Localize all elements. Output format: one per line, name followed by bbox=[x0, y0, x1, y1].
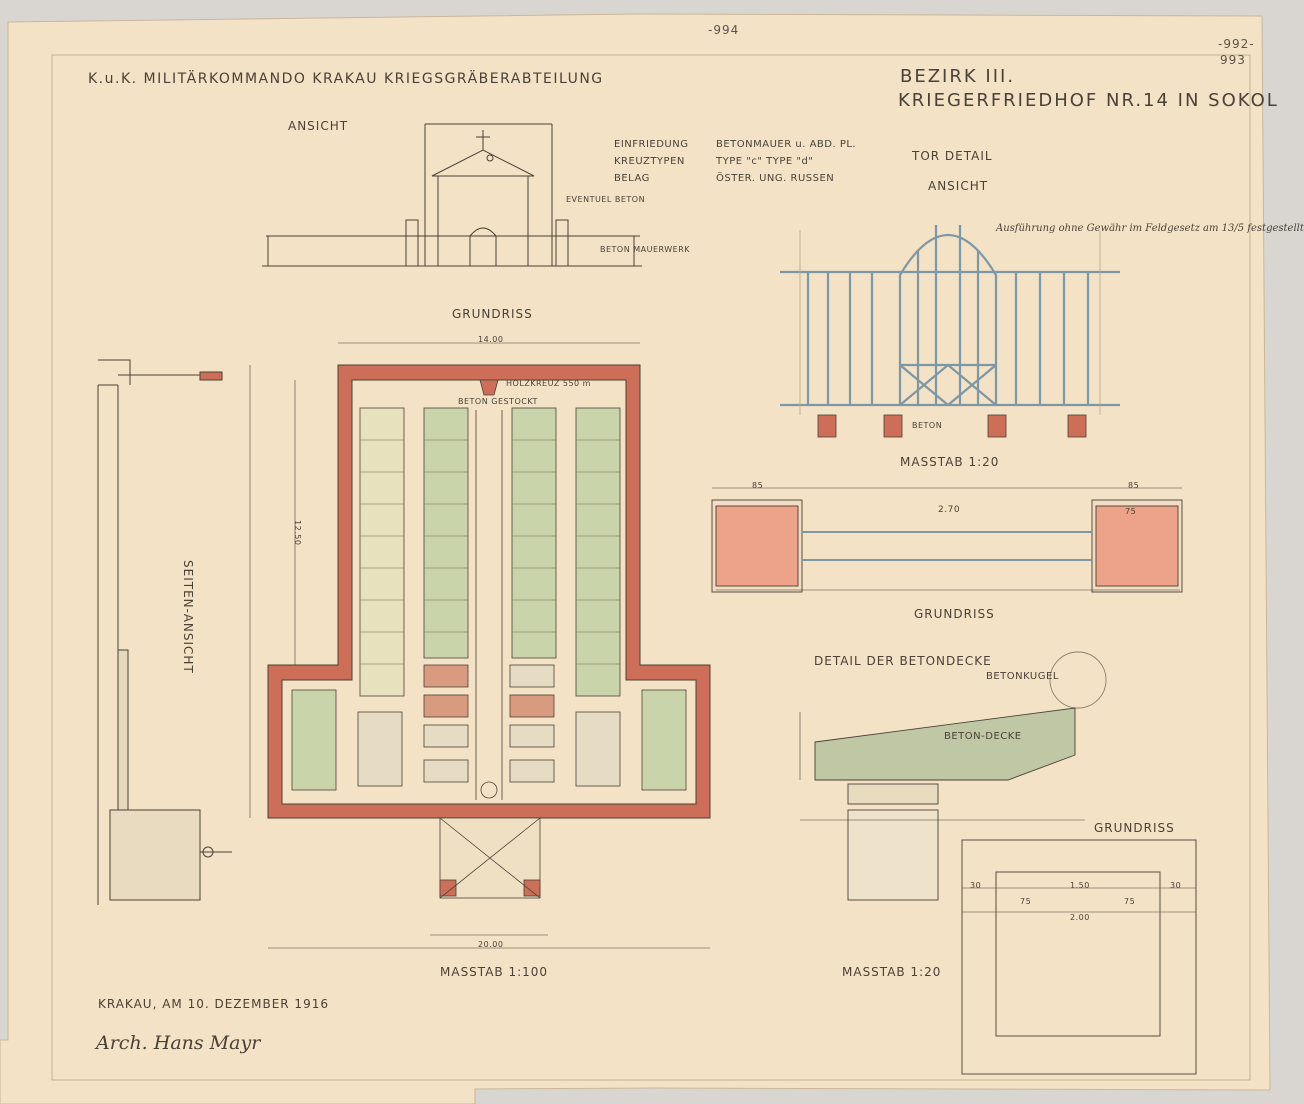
spec-kreuztypen-value: TYPE "c" TYPE "d" bbox=[716, 156, 814, 167]
label-tor-detail: TOR DETAIL bbox=[912, 149, 993, 163]
gate-elevation bbox=[780, 225, 1120, 407]
plan-grave-rows bbox=[360, 439, 620, 665]
label-seiten-ansicht: SEITEN-ANSICHT bbox=[181, 560, 195, 674]
signature: Arch. Hans Mayr bbox=[96, 1032, 261, 1054]
plan-outer-wall bbox=[267, 364, 711, 819]
plan-center-path bbox=[475, 379, 503, 800]
dim-decke-side-right: 30 bbox=[1170, 881, 1182, 890]
dim-decke-half-left: 75 bbox=[1020, 897, 1032, 906]
label-beton-decke: BETON-DECKE bbox=[944, 731, 1022, 742]
plan-entrance bbox=[439, 817, 541, 899]
note-beton-mauerwerk: BETON MAUERWERK bbox=[600, 245, 691, 254]
dim-tor-side-right: 85 bbox=[1128, 481, 1140, 490]
dim-main-width: 14.00 bbox=[478, 335, 504, 344]
label-grundriss-main: GRUNDRISS bbox=[452, 307, 533, 321]
place-date: KRAKAU, AM 10. DEZEMBER 1916 bbox=[98, 997, 329, 1011]
note-eventuell-beton: EVENTUEL BETON bbox=[566, 195, 646, 204]
dim-decke-total: 2.00 bbox=[1070, 913, 1090, 922]
label-grundriss-tor: GRUNDRISS bbox=[914, 607, 995, 621]
label-masstab-main: MASSTAB 1:100 bbox=[440, 965, 549, 979]
archive-number-top: -994 bbox=[708, 23, 740, 37]
dim-main-total: 20.00 bbox=[478, 940, 504, 949]
dim-tor-side-left: 85 bbox=[752, 481, 764, 490]
note-beton-gestockt: BETON GESTOCKT bbox=[458, 397, 538, 406]
plan-dimension-lines bbox=[249, 342, 710, 949]
label-grundriss-decke: GRUNDRISS bbox=[1094, 821, 1175, 835]
elevation-ansicht bbox=[262, 123, 642, 267]
archive-number-right-2: 993 bbox=[1220, 53, 1246, 67]
label-betonkugel: BETONKUGEL bbox=[986, 671, 1059, 682]
side-elevation bbox=[97, 359, 232, 905]
betondecke-detail bbox=[799, 651, 1107, 901]
dim-main-height: 12.50 bbox=[293, 520, 302, 546]
note-handwritten: Ausführung ohne Gewähr im Feldgesetz am … bbox=[996, 223, 1304, 234]
decke-grundriss bbox=[961, 839, 1197, 1075]
dim-decke-side-left: 30 bbox=[970, 881, 982, 890]
label-masstab-decke: MASSTAB 1:20 bbox=[842, 965, 942, 979]
gate-footings bbox=[799, 230, 1101, 438]
office-title: K.u.K. MILITÄRKOMMANDO KRAKAU KRIEGSGRÄB… bbox=[88, 71, 604, 87]
label-masstab-tor: MASSTAB 1:20 bbox=[900, 455, 1000, 469]
label-tor-ansicht: ANSICHT bbox=[928, 179, 989, 193]
district-title: BEZIRK III. bbox=[900, 66, 1016, 87]
spec-belag-value: ÖSTER. UNG. RUSSEN bbox=[716, 173, 835, 184]
plan-grave-fields bbox=[291, 407, 687, 791]
note-tor-beton: BETON bbox=[912, 421, 943, 430]
gate-plan bbox=[711, 487, 1183, 593]
spec-kreuztypen-label: KREUZTYPEN bbox=[614, 156, 685, 167]
dim-decke-inner: 1.50 bbox=[1070, 881, 1090, 890]
spec-belag-label: BELAG bbox=[614, 173, 650, 184]
dim-decke-half-right: 75 bbox=[1124, 897, 1136, 906]
note-holzkreuz: HOLZKREUZ 550 m bbox=[506, 379, 591, 388]
archive-number-right-1: -992- bbox=[1218, 37, 1255, 51]
drawing-frame bbox=[51, 54, 1251, 1081]
dim-tor-center: 2.70 bbox=[938, 505, 961, 515]
spec-einfriedung-label: EINFRIEDUNG bbox=[614, 139, 689, 150]
spec-einfriedung-value: BETONMAUER u. ABD. PL. bbox=[716, 139, 857, 150]
label-detail-betondecke: DETAIL DER BETONDECKE bbox=[814, 654, 992, 668]
dim-tor-pillar: 75 bbox=[1125, 507, 1137, 516]
cemetery-title: KRIEGERFRIEDHOF NR.14 IN SOKOL bbox=[898, 90, 1279, 111]
label-ansicht: ANSICHT bbox=[288, 119, 349, 133]
